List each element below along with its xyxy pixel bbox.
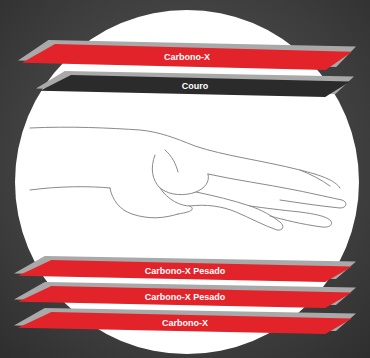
carbon-layer: Carbono-X xyxy=(18,312,352,334)
layer-label: Carbono-X Pesado xyxy=(18,292,352,303)
layer-label: Carbono-X xyxy=(22,52,352,63)
layer-face xyxy=(18,286,352,308)
leather-layer: Couro xyxy=(40,75,350,97)
layer-face xyxy=(18,312,352,334)
hand-drawing xyxy=(30,127,346,230)
heavy-carbon-layer: Carbono-X Pesado xyxy=(18,286,352,308)
heavy-carbon-layer: Carbono-X Pesado xyxy=(18,260,352,282)
layer-face xyxy=(22,44,352,70)
layer-face xyxy=(18,260,352,282)
backdrop-circle xyxy=(15,10,359,354)
layer-face xyxy=(40,75,350,97)
layer-label: Carbono-X xyxy=(18,318,352,329)
carbon-layer: Carbono-X xyxy=(22,44,352,70)
layer-label: Couro xyxy=(40,81,350,92)
layer-label: Carbono-X Pesado xyxy=(18,266,352,277)
